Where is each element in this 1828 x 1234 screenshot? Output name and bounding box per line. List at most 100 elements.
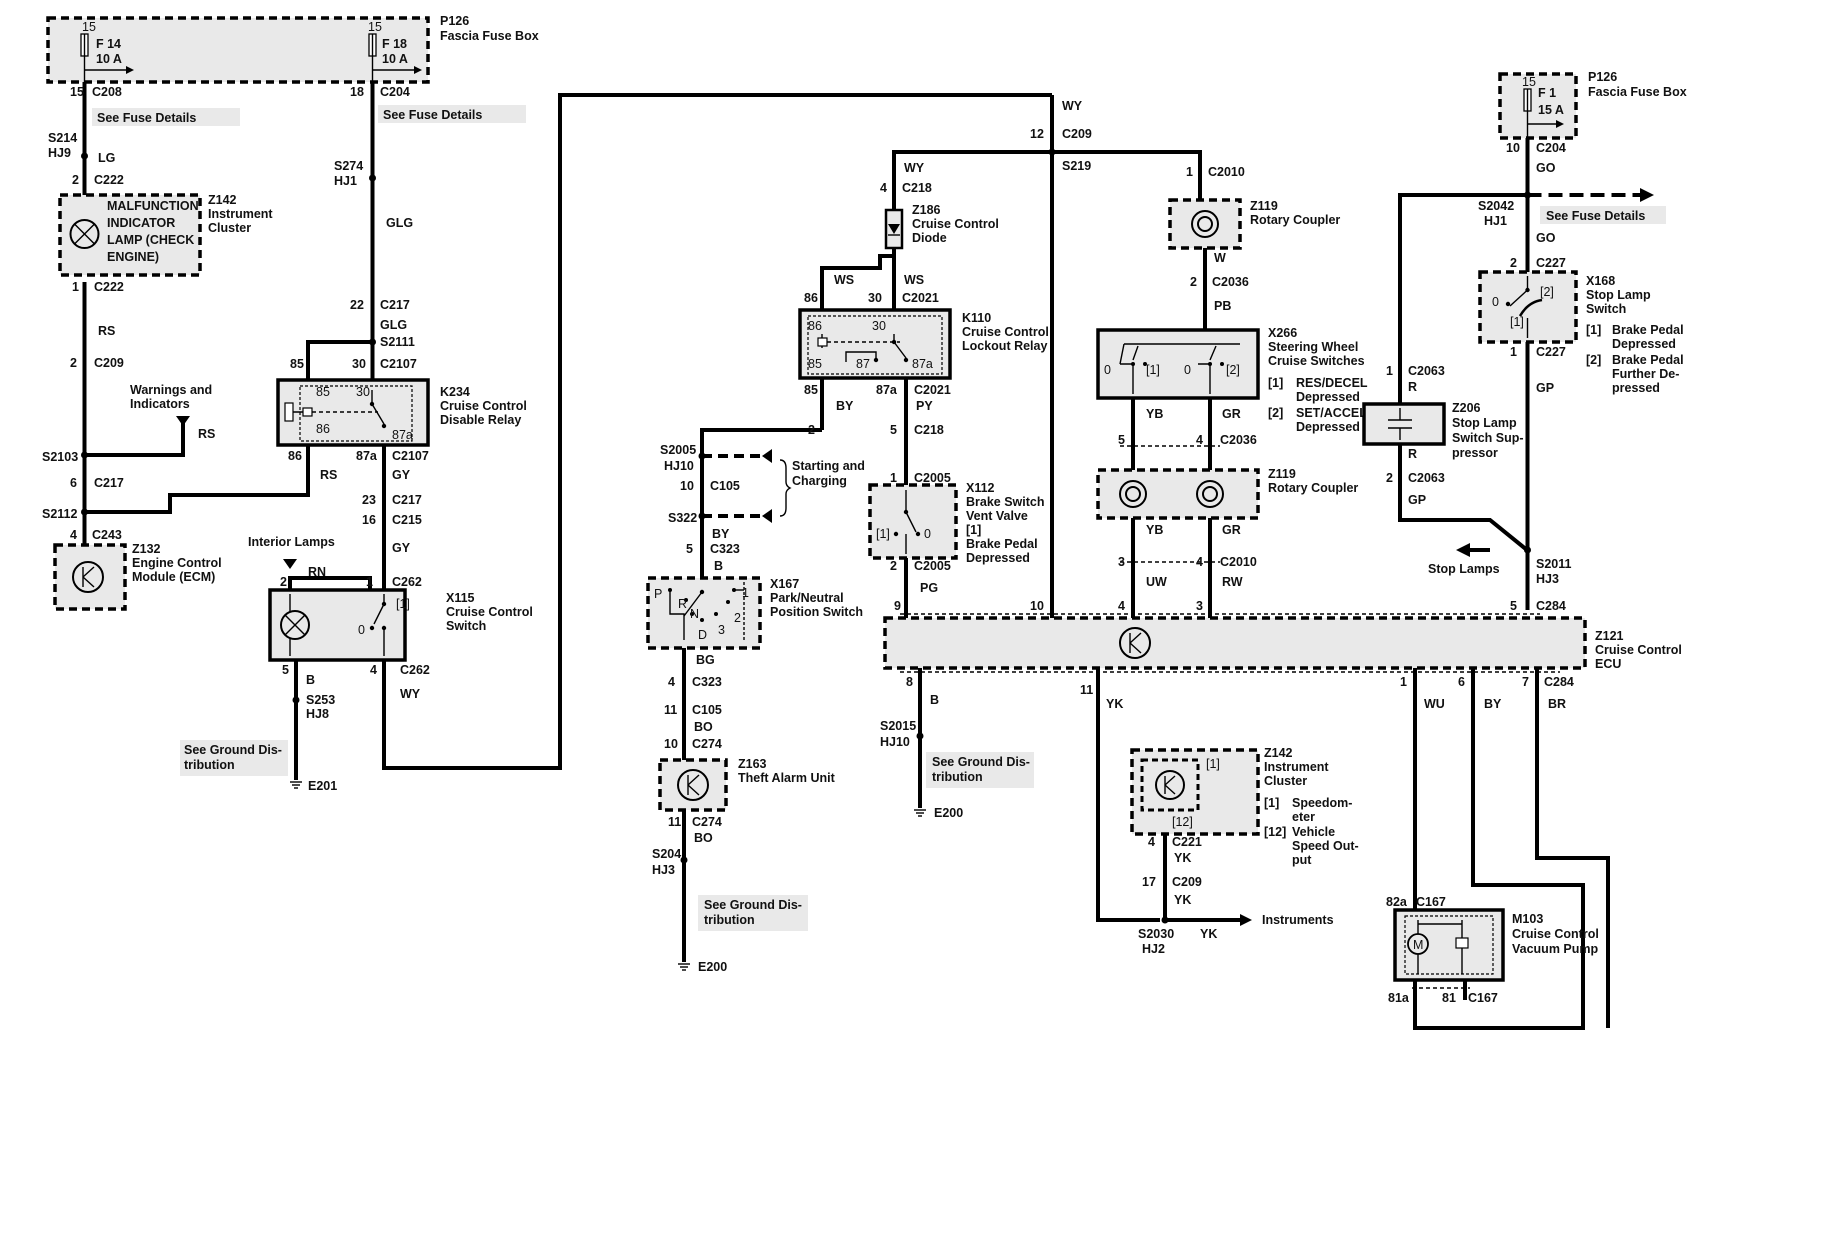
s2112-label: S2112 (42, 507, 78, 521)
c262-pin-2: 2 (280, 575, 287, 589)
x115-code: X115 (446, 591, 475, 605)
x266-desc-2: Cruise Switches (1268, 354, 1365, 368)
ecu-bottom-wires (918, 668, 1610, 1030)
mil-text-2: INDICATOR (107, 216, 175, 230)
c218-label: C218 (902, 181, 932, 195)
c222-top-pin: 2 (72, 173, 79, 187)
c2107b-label: C2107 (392, 449, 429, 463)
mil-text-4: ENGINE) (107, 250, 159, 264)
z132-desc-1: Engine Control (132, 556, 222, 570)
c217-pin: 6 (70, 476, 77, 490)
c323-label: C323 (710, 542, 740, 556)
c262-pin-1: 1 (366, 575, 373, 589)
c2005-pin: 1 (890, 471, 897, 485)
wire-b-1: B (306, 673, 315, 687)
c167b-label: C167 (1468, 991, 1498, 1005)
c274b-pin: 11 (668, 815, 681, 829)
stop-lamps-label: Stop Lamps (1428, 562, 1500, 576)
c209-mid-pin: 12 (1030, 127, 1044, 141)
hj9-label: HJ9 (48, 146, 71, 160)
c2010b-pin-4: 4 (1196, 555, 1203, 569)
c2021b-label: C2021 (914, 383, 951, 397)
x112-note-1: [1] (966, 523, 981, 537)
s204-label: S204 (652, 847, 681, 861)
wire-wy-1: WY (400, 687, 421, 701)
x266-switch-1: [1] (1146, 363, 1160, 377)
warnings-text-2: Indicators (130, 397, 190, 411)
wire-w: W (1214, 251, 1226, 265)
fuse-details-note-1: See Fuse Details (97, 111, 196, 125)
x266-switch-0a: 0 (1104, 363, 1111, 377)
x266-note-1a: [1] (1268, 376, 1283, 390)
k234-desc-1: Cruise Control (440, 399, 527, 413)
fuse-f18-pin: 15 (368, 20, 382, 34)
x112-switch-1: [1] (876, 527, 890, 541)
c105-label: C105 (710, 479, 740, 493)
c227-pin: 2 (1510, 256, 1517, 270)
m103-desc-2: Vacuum Pump (1512, 942, 1598, 956)
wire-wy-top: WY (1062, 99, 1083, 113)
wire-park-neutral (682, 430, 762, 962)
c2036b-label: C2036 (1220, 433, 1257, 447)
ground-note-3a: See Ground Dis- (932, 755, 1030, 769)
hj3-label: HJ3 (652, 863, 675, 877)
x168-note-1c: Depressed (1612, 337, 1676, 351)
wire-gr-2: GR (1222, 523, 1241, 537)
wire-b-3: B (930, 693, 939, 707)
c105b-label: C105 (692, 703, 722, 717)
x112-desc-1: Brake Switch (966, 495, 1045, 509)
hj10-label: HJ10 (664, 459, 694, 473)
park-neutral-position-switch: P R N D 1 2 3 (646, 576, 762, 650)
c204r-label: C204 (1536, 141, 1566, 155)
k110-in-30: 30 (872, 319, 886, 333)
c274-pin: 10 (664, 737, 678, 751)
x168-note-2b: Brake Pedal (1612, 353, 1684, 367)
wire-ws-1: WS (834, 273, 854, 287)
warnings-text-1: Warnings and (130, 383, 212, 397)
k110-desc-1: Cruise Control (962, 325, 1049, 339)
c222-bot-pin: 1 (72, 280, 79, 294)
z119-desc: Rotary Coupler (1250, 213, 1340, 227)
x266-code: X266 (1268, 326, 1297, 340)
z142b-in-12: [12] (1172, 815, 1193, 829)
x168-note-2c: Further De- (1612, 367, 1679, 381)
c2036b-pin-4: 4 (1196, 433, 1203, 447)
ecu-pin-5: 5 (1510, 599, 1517, 613)
x167-3: 3 (718, 623, 725, 637)
x167-desc-1: Park/Neutral (770, 591, 844, 605)
c105b-pin: 11 (664, 703, 677, 717)
wire-glg-2: GLG (380, 318, 407, 332)
fuse-box-left-desc: Fascia Fuse Box (440, 29, 539, 43)
x168-switch-2: [2] (1540, 285, 1554, 299)
wire-rs-2: RS (320, 468, 337, 482)
k110-in-87: 87 (856, 357, 870, 371)
wire-by-2: BY (712, 527, 730, 541)
z132-desc-2: Module (ECM) (132, 570, 215, 584)
c323b-pin: 4 (668, 675, 675, 689)
x112-note-3: Depressed (966, 551, 1030, 565)
c204-pin: 18 (350, 85, 364, 99)
x266-note-1b: RES/DECEL (1296, 376, 1368, 390)
starting-text-1: Starting and (792, 459, 865, 473)
wire-py: PY (916, 399, 933, 413)
c323b-label: C323 (692, 675, 722, 689)
wire-bo-1: BO (694, 720, 713, 734)
wire-b-2: B (714, 559, 723, 573)
c227b-pin: 1 (1510, 345, 1517, 359)
wire-lg: LG (98, 151, 115, 165)
fuse-f1-label: F 1 (1538, 86, 1556, 100)
x168-switch-0: 0 (1492, 295, 1499, 309)
hj10b-label: HJ10 (880, 735, 910, 749)
fuse-details-note-2: See Fuse Details (383, 108, 482, 122)
k234-in-87a: 87a (392, 428, 413, 442)
hj2-label: HJ2 (1142, 942, 1165, 956)
c218b-pin-2: 2 (808, 423, 815, 437)
x266-note-2a: [2] (1268, 406, 1283, 420)
interior-lamps-label: Interior Lamps (248, 535, 335, 549)
wire-rs-3: RS (198, 427, 215, 441)
wire-yk-3: YK (1174, 893, 1191, 907)
c222-top-label: C222 (94, 173, 124, 187)
z206-desc-1: Stop Lamp (1452, 416, 1517, 430)
c204r-pin: 10 (1506, 141, 1520, 155)
x167-1: 1 (742, 586, 749, 600)
